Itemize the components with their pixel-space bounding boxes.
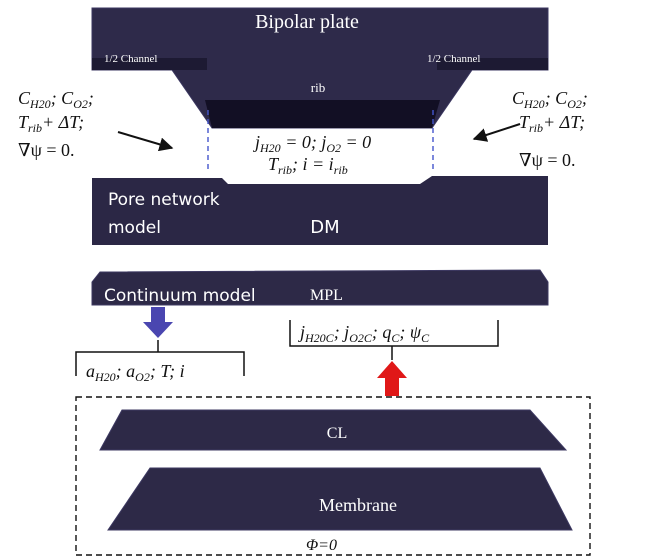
membrane-layer xyxy=(107,467,573,531)
up-vars-text: jH20C; jO2C; qC; ψC xyxy=(298,322,430,345)
left-bc-line1: CH20; CO2; xyxy=(18,88,94,111)
mpl-layer xyxy=(91,269,549,306)
left-channel xyxy=(92,58,207,70)
mpl-label: MPL xyxy=(310,287,343,304)
up-arrow xyxy=(377,361,407,396)
phi-label: Φ=0 xyxy=(306,537,337,554)
down-vars-text: aH20; aO2; T; i xyxy=(86,361,185,384)
dm-label: DM xyxy=(310,217,339,238)
rib xyxy=(205,100,440,128)
right-bc-line2: Trib+ ΔT; xyxy=(519,112,585,135)
left-channel-label: 1/2 Channel xyxy=(104,53,157,65)
bipolar-plate-title: Bipolar plate xyxy=(255,11,359,33)
pore-network-label-2: model xyxy=(108,218,161,238)
down-vars-brace xyxy=(75,351,245,376)
right-channel xyxy=(437,58,548,70)
rib-label: rib xyxy=(311,80,325,95)
pore-network-label-1: Pore network xyxy=(108,190,220,210)
continuum-model-label: Continuum model xyxy=(104,286,256,306)
up-vars-brace xyxy=(289,320,499,347)
left-arrow xyxy=(117,131,174,152)
membrane-label: Membrane xyxy=(319,495,397,515)
right-channel-label: 1/2 Channel xyxy=(427,53,480,65)
cl-label: CL xyxy=(327,425,347,442)
rib-bc-line1: jH20 = 0; jO2 = 0 xyxy=(253,132,371,155)
cl-layer xyxy=(99,409,568,451)
left-bc-line3: ∇ψ = 0. xyxy=(18,140,75,160)
right-arrow xyxy=(472,123,521,142)
right-bc-line3: ∇ψ = 0. xyxy=(519,150,576,170)
catalyst-region-box xyxy=(75,396,591,556)
right-bc-line1: CH20; CO2; xyxy=(512,88,588,111)
down-arrow xyxy=(143,307,173,338)
rib-bc-line2: Trib; i = irib xyxy=(268,154,348,177)
left-bc-line2: Trib+ ΔT; xyxy=(18,112,84,135)
dm-layer xyxy=(92,176,548,245)
